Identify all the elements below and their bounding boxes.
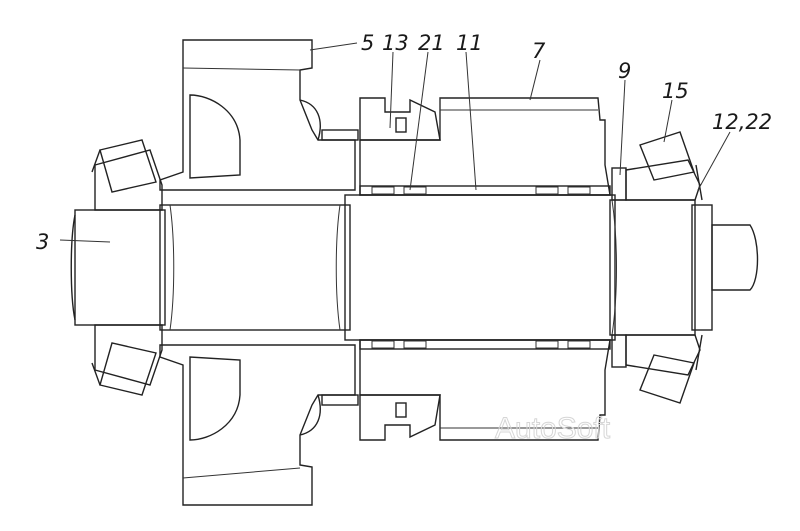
callout-12-22: 12,22	[712, 110, 772, 134]
callout-9: 9	[618, 59, 631, 83]
left-bearing	[91, 139, 163, 396]
callout-15: 15	[662, 79, 689, 103]
callout-labels: 3 5 13 21 11 7 9 15 12,22	[36, 31, 772, 254]
leader-lines	[59, 42, 731, 243]
callout-21: 21	[418, 31, 445, 55]
watermark: AutoSoft	[495, 412, 611, 445]
callout-7: 7	[532, 39, 546, 63]
needle-bearing-21	[359, 185, 611, 350]
right-bearing-15	[611, 131, 703, 404]
gear-5	[159, 39, 359, 506]
callout-13: 13	[382, 31, 409, 55]
callout-3: 3	[36, 230, 49, 254]
callout-11: 11	[456, 31, 483, 55]
collar-13	[359, 97, 441, 441]
callout-5: 5	[361, 31, 374, 55]
shaft-3	[70, 194, 759, 341]
gear-7	[359, 97, 611, 441]
